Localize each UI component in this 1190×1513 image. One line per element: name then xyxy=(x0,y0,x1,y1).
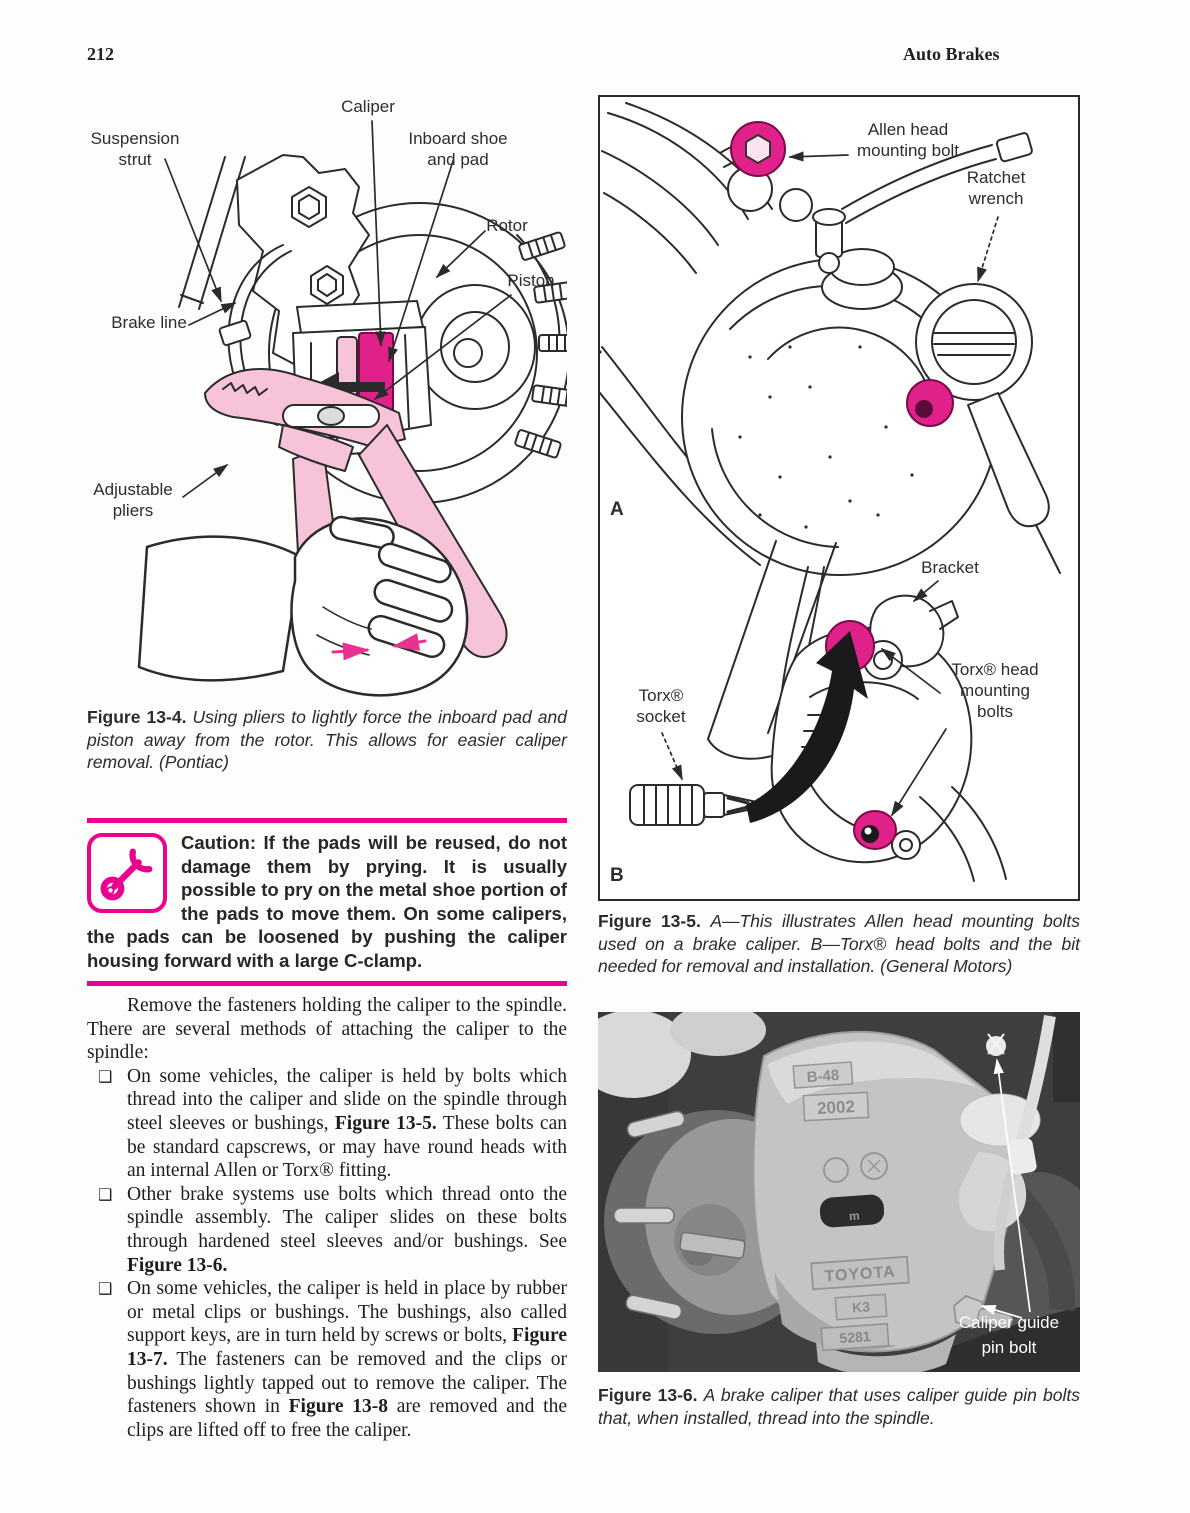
list-item: ❑ On some vehicles, the caliper is held b… xyxy=(87,1065,567,1183)
label-rotor: Rotor xyxy=(486,216,528,235)
figure-reference: Figure 13-7. xyxy=(127,1325,567,1370)
panel-a-drawing xyxy=(600,102,1061,576)
square-bullet: ❑ xyxy=(98,1066,113,1086)
label-brake-line: Brake line xyxy=(111,313,187,332)
casting-speckles xyxy=(600,345,914,529)
lower-allen-bolt-highlight xyxy=(906,379,954,427)
figure-13-5: Allen head mounting bolt Ratchet wrench … xyxy=(598,95,1080,901)
label-inboard-shoe: Inboard shoe and pad xyxy=(408,129,508,169)
figure-13-4-illustration xyxy=(137,120,567,697)
panel-b-pointers xyxy=(661,580,947,817)
body-text: Remove the fasteners holding the caliper… xyxy=(87,994,567,1442)
bullet-text: The fasteners can be removed and the cli… xyxy=(127,1348,567,1418)
caution-box: Caution: If the pads will be reused, do … xyxy=(87,818,567,986)
panel-a-pointers xyxy=(788,151,999,283)
bullet-text: Other brake systems use bolts which thre… xyxy=(127,1183,567,1252)
wheel-studs xyxy=(514,231,567,459)
caution-top-rule xyxy=(87,818,567,823)
figure-reference: Figure 13-8 xyxy=(288,1396,388,1418)
figure-13-6-photo-art: B-48 2002 m TOYOTA xyxy=(598,1012,1080,1372)
panel-b-drawing xyxy=(629,540,1007,882)
page-number: 212 xyxy=(87,44,114,64)
casting-mark: m xyxy=(849,1208,861,1223)
square-bullet: ❑ xyxy=(98,1184,113,1204)
bleeder-screw xyxy=(812,208,846,274)
motion-arrows xyxy=(331,633,427,661)
caption-label: Figure 13-4. xyxy=(87,707,187,727)
panel-b-letter: B xyxy=(610,865,624,886)
figure-13-6-caption: Figure 13-6. A brake caliper that uses c… xyxy=(598,1384,1080,1429)
figure-reference: Figure 13-5. xyxy=(334,1112,437,1134)
bullet-list: ❑ On some vehicles, the caliper is held b… xyxy=(87,1065,567,1443)
caution-bottom-rule xyxy=(87,981,567,986)
caution-icon-box xyxy=(87,833,167,913)
label-suspension-strut: Suspension strut xyxy=(90,129,180,169)
running-header: Auto Brakes xyxy=(903,44,1000,64)
figure-13-4-caption: Figure 13-4. Using pliers to lightly for… xyxy=(87,706,567,774)
bullet-text: On some vehicles, the caliper is held by… xyxy=(127,1065,567,1134)
bullet-text: are removed and the clips are lifted off… xyxy=(127,1396,567,1441)
label-caliper-guide-pin-bolt: Caliper guide pin bolt xyxy=(958,1313,1060,1357)
label-bracket: Bracket xyxy=(921,558,979,577)
label-ratchet-wrench: Ratchet wrench xyxy=(966,168,1026,208)
square-bullet: ❑ xyxy=(98,1279,113,1299)
casting-mark: 5281 xyxy=(839,1328,871,1346)
brake-hose-photo xyxy=(953,1015,1056,1329)
figure-13-5-caption: Figure 13-5. A—This illustrates Allen he… xyxy=(598,910,1080,978)
casting-mark: K3 xyxy=(852,1298,871,1315)
panel-a-letter: A xyxy=(610,499,624,520)
casting-mark: B-48 xyxy=(806,1067,840,1086)
caption-label: Figure 13-6. xyxy=(598,1385,698,1405)
caption-text: Using pliers to lightly force the inboar… xyxy=(87,707,567,772)
body-intro: Remove the fasteners holding the caliper… xyxy=(87,995,567,1064)
label-caliper: Caliper xyxy=(341,97,395,116)
toyota-mark: TOYOTA xyxy=(824,1264,896,1286)
caliper-photo: B-48 2002 m TOYOTA xyxy=(752,1031,1014,1372)
figure-reference: Figure 13-6. xyxy=(127,1254,228,1276)
ratchet-wrench-drawing xyxy=(915,283,1061,574)
label-torx-bolts: Torx® head mounting bolts xyxy=(951,660,1039,721)
label-pointers xyxy=(164,120,512,498)
hand-drawing xyxy=(137,515,469,697)
figure-13-6-photo: B-48 2002 m TOYOTA xyxy=(598,1012,1080,1372)
allen-head-bolt-highlight xyxy=(730,121,786,177)
caution-text: Caution: If the pads will be reused, do … xyxy=(87,832,567,971)
label-piston: Piston xyxy=(507,271,555,290)
bullet-text: These bolts can be standard capscrews, o… xyxy=(127,1112,567,1182)
photo-pointers xyxy=(980,1058,1031,1319)
suspension-strut-drawing xyxy=(178,156,246,310)
guide-pin-bolt-photo xyxy=(953,1295,1013,1329)
torx-socket-drawing xyxy=(629,784,762,826)
casting-mark: 2002 xyxy=(817,1097,856,1118)
label-torx-socket: Torx® socket xyxy=(636,686,686,726)
figure-13-5-illustration xyxy=(600,102,1061,882)
caption-label: Figure 13-5. xyxy=(598,911,701,931)
torx-bolt-lower-highlight xyxy=(853,810,897,850)
list-item: ❑ Other brake systems use bolts which thr… xyxy=(87,1183,567,1277)
bullet-text: On some vehicles, the caliper is held in… xyxy=(127,1278,567,1347)
list-item: ❑ On some vehicles, the caliper is held i… xyxy=(87,1277,567,1442)
caption-text: A—This illustrates Allen head mounting b… xyxy=(598,911,1080,976)
figure-13-4: Caliper Suspension strut Inboard shoe an… xyxy=(87,95,567,705)
wrench-icon xyxy=(100,848,153,901)
label-adjustable-pliers: Adjustable pliers xyxy=(93,480,173,520)
caption-text: A brake caliper that uses caliper guide … xyxy=(598,1385,1080,1428)
rotation-arrow xyxy=(746,631,868,823)
label-allen-head-bolt: Allen head mounting bolt xyxy=(856,120,960,160)
